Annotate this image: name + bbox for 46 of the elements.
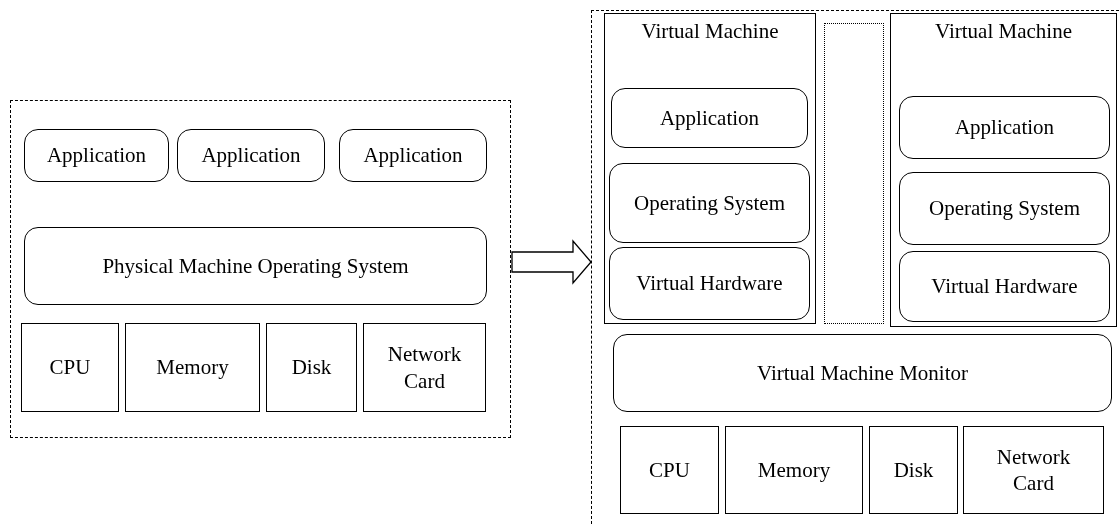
hardware-box xyxy=(620,426,719,514)
hardware-box xyxy=(125,323,260,412)
box-label: Disk xyxy=(893,456,934,484)
hardware-box xyxy=(266,323,357,412)
block-arrow xyxy=(511,239,592,285)
hardware-box xyxy=(21,323,119,412)
box-label: Operating System xyxy=(928,195,1081,222)
box-label: Application xyxy=(46,142,147,169)
box-label: Virtual Machine xyxy=(935,18,1072,45)
hardware-box xyxy=(725,426,863,514)
box-label: Application xyxy=(363,142,463,169)
rounded-box xyxy=(613,334,1112,412)
box-label: Application xyxy=(659,104,760,132)
rounded-box xyxy=(609,247,810,320)
hardware-box xyxy=(363,323,486,412)
box-label: CPU xyxy=(49,354,91,381)
box-label: Physical Machine Operating System xyxy=(102,252,409,280)
box-label: Disk xyxy=(291,354,332,381)
box-label: Virtual Hardware xyxy=(636,270,783,297)
box-label: Network Card xyxy=(386,341,463,394)
box-label: Operating System xyxy=(633,189,786,217)
box-label: Virtual Machine Monitor xyxy=(757,359,968,387)
hardware-box xyxy=(963,426,1104,514)
box-label: Virtual Hardware xyxy=(931,273,1078,300)
dotted-box xyxy=(824,23,884,324)
box-label: Memory xyxy=(757,456,831,484)
rounded-box xyxy=(24,129,169,182)
hardware-box xyxy=(869,426,958,514)
rounded-box xyxy=(177,129,325,182)
rounded-box xyxy=(24,227,487,305)
virtual-machine-box xyxy=(890,13,1117,327)
virtual-machine-box xyxy=(604,13,816,324)
box-label: Application xyxy=(954,114,1055,141)
box-label: CPU xyxy=(649,456,690,484)
box-label: Network Card xyxy=(995,443,1072,497)
dashed-container xyxy=(591,10,1119,524)
rounded-box xyxy=(899,172,1110,245)
rounded-box xyxy=(899,251,1110,322)
dashed-container xyxy=(10,100,511,438)
rounded-box xyxy=(899,96,1110,159)
box-label: Virtual Machine xyxy=(641,18,779,45)
rounded-box xyxy=(611,88,808,148)
box-label: Application xyxy=(201,142,301,169)
box-label: Memory xyxy=(156,354,229,381)
rounded-box xyxy=(609,163,810,243)
rounded-box xyxy=(339,129,487,182)
